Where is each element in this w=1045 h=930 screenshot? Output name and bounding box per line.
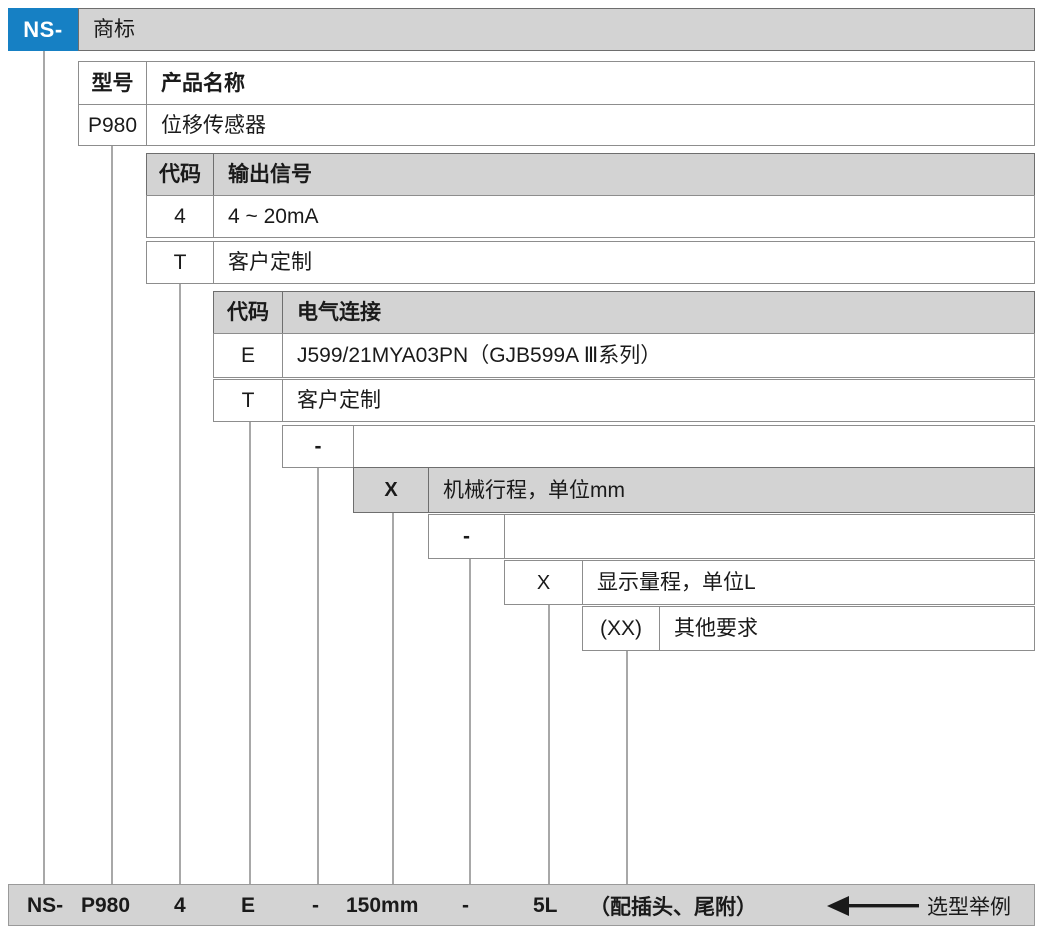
electrical-header-code-cell: 代码 (213, 291, 283, 334)
brand-label-cell: 商标 (78, 8, 1035, 51)
model-row-code-cell: P980 (78, 104, 147, 146)
output-header-desc: 输出信号 (228, 163, 312, 186)
electrical-header-desc: 电气连接 (297, 301, 381, 324)
separator2-code-cell: - (428, 514, 505, 559)
example-part-sep1: - (312, 894, 319, 917)
example-bar: NS- P980 4 E - 150mm - 5L （配插头、尾附） 选型举例 (8, 884, 1035, 926)
separator1-desc-cell (353, 425, 1035, 468)
model-row-desc-cell: 位移传感器 (146, 104, 1035, 146)
example-part-model: P980 (81, 894, 131, 917)
example-arrow-label: 选型举例 (927, 896, 1011, 919)
example-part-brand: NS- (27, 894, 64, 917)
model-header-desc-cell: 产品名称 (146, 61, 1035, 105)
output-header-desc-cell: 输出信号 (213, 153, 1035, 196)
model-header-code-cell: 型号 (78, 61, 147, 105)
arrow-left-icon (827, 885, 919, 927)
range-row1-code: X (536, 571, 551, 594)
drop-line-output (179, 284, 181, 884)
electrical-row1-desc-cell: J599/21MYA03PN（GJB599A Ⅲ系列） (282, 333, 1035, 378)
electrical-row1-desc: J599/21MYA03PN（GJB599A Ⅲ系列） (297, 344, 662, 367)
output-row1-desc: 4 ~ 20mA (228, 205, 319, 228)
drop-line-other (626, 651, 628, 884)
model-header-desc: 产品名称 (161, 71, 245, 95)
example-part-output: 4 (174, 894, 186, 917)
output-row1-desc-cell: 4 ~ 20mA (213, 195, 1035, 238)
drop-line-range (548, 605, 550, 884)
stroke-header-desc-cell: 机械行程，单位mm (428, 467, 1035, 513)
brand-code: NS- (23, 16, 63, 42)
electrical-row1-code-cell: E (213, 333, 283, 378)
output-row2-desc: 客户定制 (228, 251, 312, 274)
stroke-header-code-cell: X (353, 467, 429, 513)
example-part-range: 5L (533, 894, 558, 917)
range-row1-desc-cell: 显示量程，单位L (582, 560, 1035, 605)
range-row2-desc: 其他要求 (674, 617, 758, 640)
brand-label: 商标 (93, 18, 135, 41)
drop-line-stroke (392, 513, 394, 884)
stroke-header-desc: 机械行程，单位mm (443, 478, 625, 502)
drop-line-model (111, 145, 113, 884)
range-row2-code-cell: (XX) (582, 606, 660, 651)
output-row2-code: T (173, 251, 187, 274)
stroke-header-code: X (384, 479, 398, 501)
example-part-electrical: E (241, 894, 256, 917)
model-row-code: P980 (87, 113, 138, 137)
drop-line-brand (43, 51, 45, 884)
output-header-code: 代码 (159, 163, 201, 186)
output-row1-code: 4 (174, 205, 186, 228)
separator2-code: - (463, 525, 470, 548)
electrical-row2-desc-cell: 客户定制 (282, 379, 1035, 422)
output-header-code-cell: 代码 (146, 153, 214, 196)
electrical-row1-code: E (240, 344, 255, 367)
range-row2-code: (XX) (600, 617, 642, 640)
drop-line-sep2 (469, 559, 471, 884)
electrical-header-code: 代码 (227, 301, 269, 324)
separator1-code: - (314, 435, 322, 458)
model-row-desc: 位移传感器 (161, 113, 266, 137)
model-header-code: 型号 (91, 71, 134, 95)
electrical-header-desc-cell: 电气连接 (282, 291, 1035, 334)
output-row2-desc-cell: 客户定制 (213, 241, 1035, 284)
example-part-stroke: 150mm (346, 894, 419, 917)
brand-code-chip: NS- (8, 8, 78, 51)
separator1-code-cell: - (282, 425, 354, 468)
range-row1-code-cell: X (504, 560, 583, 605)
drop-line-sep1 (317, 466, 319, 884)
output-row1-code-cell: 4 (146, 195, 214, 238)
separator2-desc-cell (504, 514, 1035, 559)
electrical-row2-code: T (241, 389, 255, 412)
range-row1-desc: 显示量程，单位L (597, 571, 756, 594)
range-row2-desc-cell: 其他要求 (659, 606, 1035, 651)
output-row2-code-cell: T (146, 241, 214, 284)
electrical-row2-code-cell: T (213, 379, 283, 422)
example-part-sep2: - (462, 894, 469, 917)
example-part-other: （配插头、尾附） (589, 896, 757, 919)
drop-line-electrical (249, 421, 251, 884)
electrical-row2-desc: 客户定制 (297, 389, 381, 412)
